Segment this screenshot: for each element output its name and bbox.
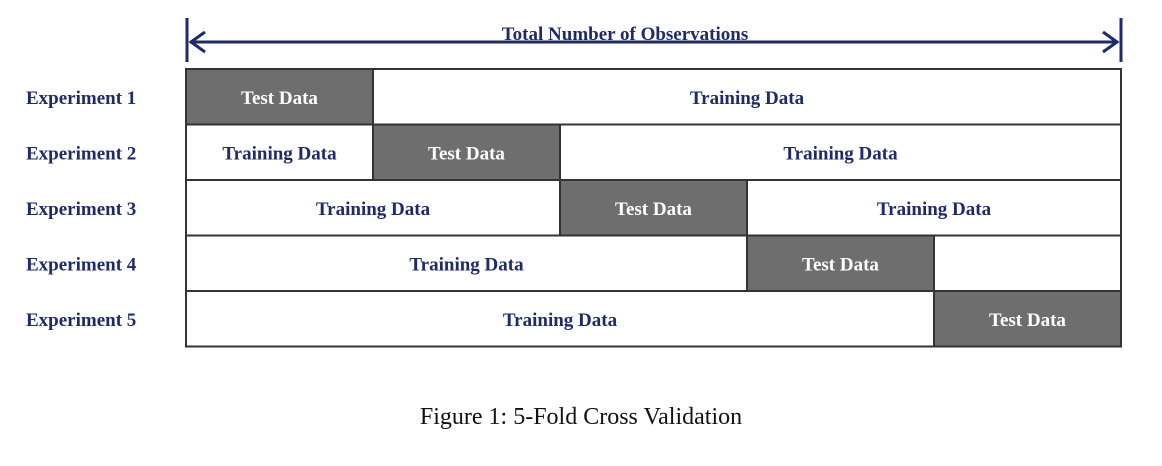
training-data-label: Training Data [316,199,431,220]
arrow-head-right-icon [1102,30,1120,54]
arrow-head-left-icon [188,30,206,54]
training-data-label: Training Data [222,143,337,164]
training-data-label: Training Data [503,310,618,331]
test-data-segment [933,290,1122,348]
training-data-label: Training Data [409,254,524,275]
training-data-segment [746,179,1122,237]
training-data-segment [185,290,935,348]
experiment-label: Experiment 3 [26,199,136,220]
experiment-row: Experiment 4 Training Data Test Data [26,234,1122,292]
test-data-label: Test Data [802,254,879,275]
experiment-row: Experiment 1 Test Data Training Data [26,68,1122,126]
experiment-label: Experiment 4 [26,254,137,275]
test-data-label: Test Data [428,143,505,164]
experiment-row: Experiment 3 Training Data Test Data Traini… [26,179,1122,237]
test-data-label: Test Data [989,310,1066,331]
test-data-label: Test Data [241,88,318,109]
test-data-segment [559,179,748,237]
experiment-row: Experiment 2 Training Data Test Data Traini… [26,123,1122,181]
training-data-segment [933,234,1122,292]
experiment-row: Experiment 5 Training Data Test Data [26,290,1122,348]
training-data-label: Training Data [877,199,992,220]
training-data-segment [559,123,1122,181]
figure-caption: Figure 1: 5-Fold Cross Validation [419,404,743,430]
test-data-label: Test Data [615,199,692,220]
training-data-segment [185,234,748,292]
training-data-segment [185,123,374,181]
experiment-label: Experiment 1 [26,88,136,109]
test-data-segment [185,68,374,126]
experiment-label: Experiment 2 [26,143,136,164]
observations-title: Total Number of Observations [502,24,749,45]
training-data-label: Training Data [783,143,898,164]
training-data-label: Training Data [690,88,805,109]
observations-arrow: Total Number of Observations [185,18,1123,62]
experiment-label: Experiment 5 [26,310,136,331]
